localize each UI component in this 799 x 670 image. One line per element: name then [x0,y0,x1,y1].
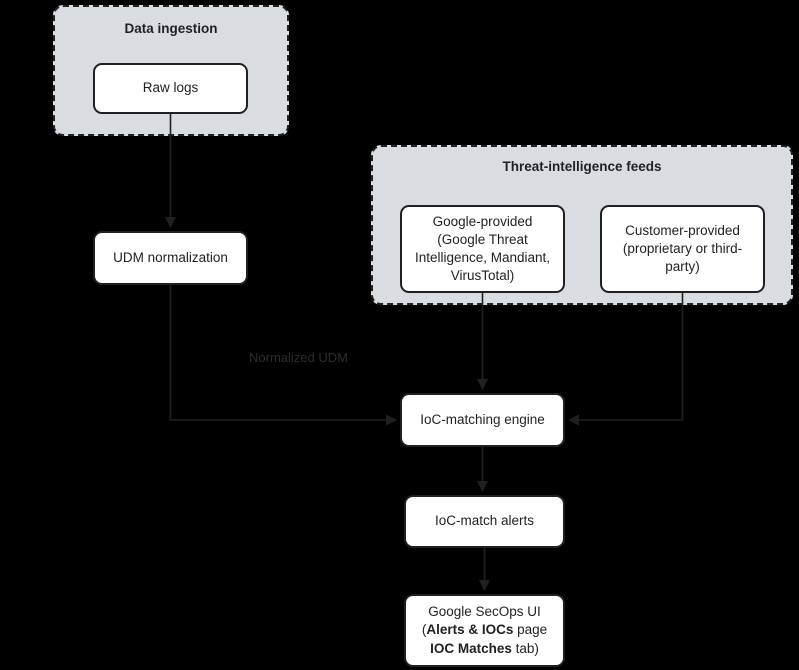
node-raw-logs[interactable]: Raw logs [93,63,248,114]
group-data-ingestion-title: Data ingestion [124,21,218,36]
edge-label-normalized-udm: Normalized UDM [249,350,348,365]
group-threat-intelligence-feeds-title: Threat-intelligence feeds [502,159,662,174]
edge-customer-provided-feed-to-ioc-matching-engine [567,293,684,426]
node-raw-logs-label: Raw logs [142,80,199,96]
node-customer-provided-feed-label: Customer-provided(proprietary or third-p… [622,222,743,275]
node-udm-normalization[interactable]: UDM normalization [93,231,248,285]
node-ioc-match-alerts-label: IoC-match alerts [434,513,535,529]
node-udm-normalization-label: UDM normalization [113,249,228,265]
node-ioc-match-alerts[interactable]: IoC-match alerts [404,495,565,548]
node-ioc-matching-engine[interactable]: IoC-matching engine [400,393,565,447]
node-customer-provided-feed[interactable]: Customer-provided(proprietary or third-p… [600,205,765,293]
node-ioc-matching-engine-label: IoC-matching engine [420,411,545,427]
